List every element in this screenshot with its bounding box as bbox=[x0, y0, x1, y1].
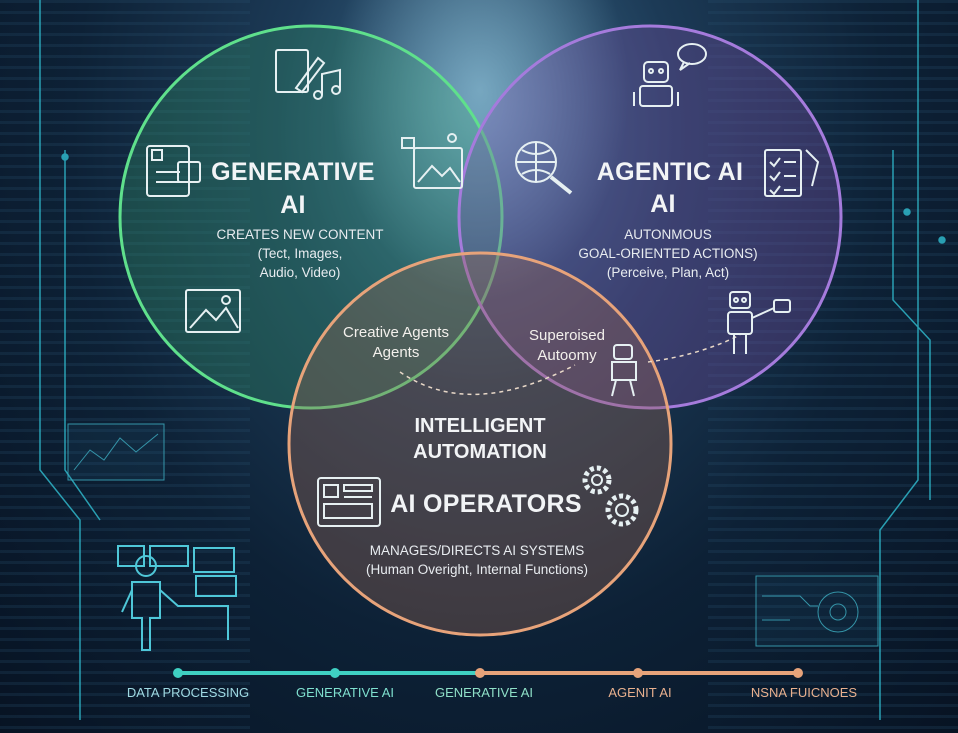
profile-card-icon bbox=[146, 145, 201, 197]
image-frame-icon bbox=[401, 133, 463, 189]
intelligent-automation-label: INTELLIGENT AUTOMATION bbox=[413, 413, 547, 465]
intersection-generative-operators: Creative Agents Agents bbox=[343, 324, 449, 361]
timeline-node[interactable] bbox=[793, 668, 803, 678]
checklist-icon bbox=[764, 149, 820, 197]
timeline-label-data-processing: DATA PROCESSING bbox=[126, 685, 250, 700]
hud-panels bbox=[67, 423, 879, 647]
circuit-frame bbox=[39, 0, 946, 720]
human-operator-icon bbox=[117, 545, 237, 651]
ai-operators-title: AI OPERATORS bbox=[390, 490, 582, 518]
server-rack-background-left bbox=[0, 0, 250, 733]
ai-operators-description: MANAGES/DIRECTS AI SYSTEMS (Human Overig… bbox=[366, 541, 588, 579]
robot-arm-icon bbox=[727, 291, 791, 354]
generative-ai-desc-line2: (Tect, Images, bbox=[257, 246, 343, 261]
timeline-label-agenit-ai: AGENIT AI bbox=[608, 685, 672, 700]
speech-bubble-icon bbox=[677, 43, 707, 71]
intelligent-automation-line2: AUTOMATION bbox=[413, 441, 547, 463]
creative-agents-line2: Agents bbox=[372, 344, 420, 361]
circle-generative-ai[interactable] bbox=[118, 24, 504, 410]
server-rack-background-right bbox=[708, 0, 958, 733]
generative-ai-title: GENERATIVE bbox=[211, 158, 375, 186]
picture-icon bbox=[185, 289, 241, 333]
supervised-autonomy-line1: Superoised bbox=[529, 327, 605, 344]
agentic-ai-title: AGENTIC AI bbox=[596, 158, 744, 186]
corridor-light bbox=[330, 0, 630, 300]
agentic-ai-desc-line2: GOAL-ORIENTED ACTIONS) bbox=[578, 246, 758, 261]
agentic-ai-title-line2: AI bbox=[650, 190, 676, 218]
timeline bbox=[173, 668, 803, 678]
humanoid-robot-icon bbox=[611, 344, 637, 397]
timeline-node[interactable] bbox=[330, 668, 340, 678]
ai-operators-desc-line1: MANAGES/DIRECTS AI SYSTEMS bbox=[369, 543, 585, 558]
timeline-label-nsna-fuicnoes: NSNA FUICNOES bbox=[750, 685, 858, 700]
document-pen-icon bbox=[275, 49, 326, 94]
timeline-node[interactable] bbox=[173, 668, 183, 678]
timeline-label-generative-ai: GENERATIVE AI bbox=[295, 685, 395, 700]
circle-ai-operators[interactable] bbox=[287, 251, 673, 637]
dashed-connector bbox=[399, 334, 741, 395]
ai-operators-icons bbox=[317, 465, 639, 527]
generative-ai-title-line2: AI bbox=[280, 191, 306, 219]
agentic-ai-icons bbox=[515, 43, 820, 397]
agentic-ai-desc-line1: AUTONMOUS bbox=[624, 227, 712, 242]
globe-search-icon bbox=[515, 141, 573, 195]
robot-icon bbox=[633, 61, 679, 107]
generative-ai-icons bbox=[146, 49, 463, 333]
generative-ai-description: CREATES NEW CONTENT (Tect, Images, Audio… bbox=[216, 225, 383, 282]
agentic-ai-description: AUTONMOUS GOAL-ORIENTED ACTIONS) (Percei… bbox=[578, 225, 757, 282]
supervised-autonomy-line2: Autoomy bbox=[537, 347, 597, 364]
timeline-node[interactable] bbox=[475, 668, 485, 678]
intelligent-automation-line1: INTELLIGENT bbox=[414, 415, 546, 437]
generative-ai-desc-line1: CREATES NEW CONTENT bbox=[216, 227, 384, 242]
ai-operators-desc-line2: (Human Overight, Internal Functions) bbox=[365, 562, 589, 577]
agentic-ai-desc-line3: (Perceive, Plan, Act) bbox=[606, 265, 730, 280]
dashboard-icon bbox=[317, 477, 381, 527]
generative-ai-desc-line3: Audio, Video) bbox=[259, 265, 341, 280]
timeline-node[interactable] bbox=[633, 668, 643, 678]
music-note-icon bbox=[313, 68, 341, 100]
creative-agents-line1: Creative Agents bbox=[343, 324, 449, 341]
gears-icon bbox=[582, 465, 639, 527]
intersection-agentic-operators: Superoised Autoomy bbox=[529, 327, 605, 364]
timeline-label-generative-ai-2: GENERATIVE AI bbox=[434, 685, 534, 700]
